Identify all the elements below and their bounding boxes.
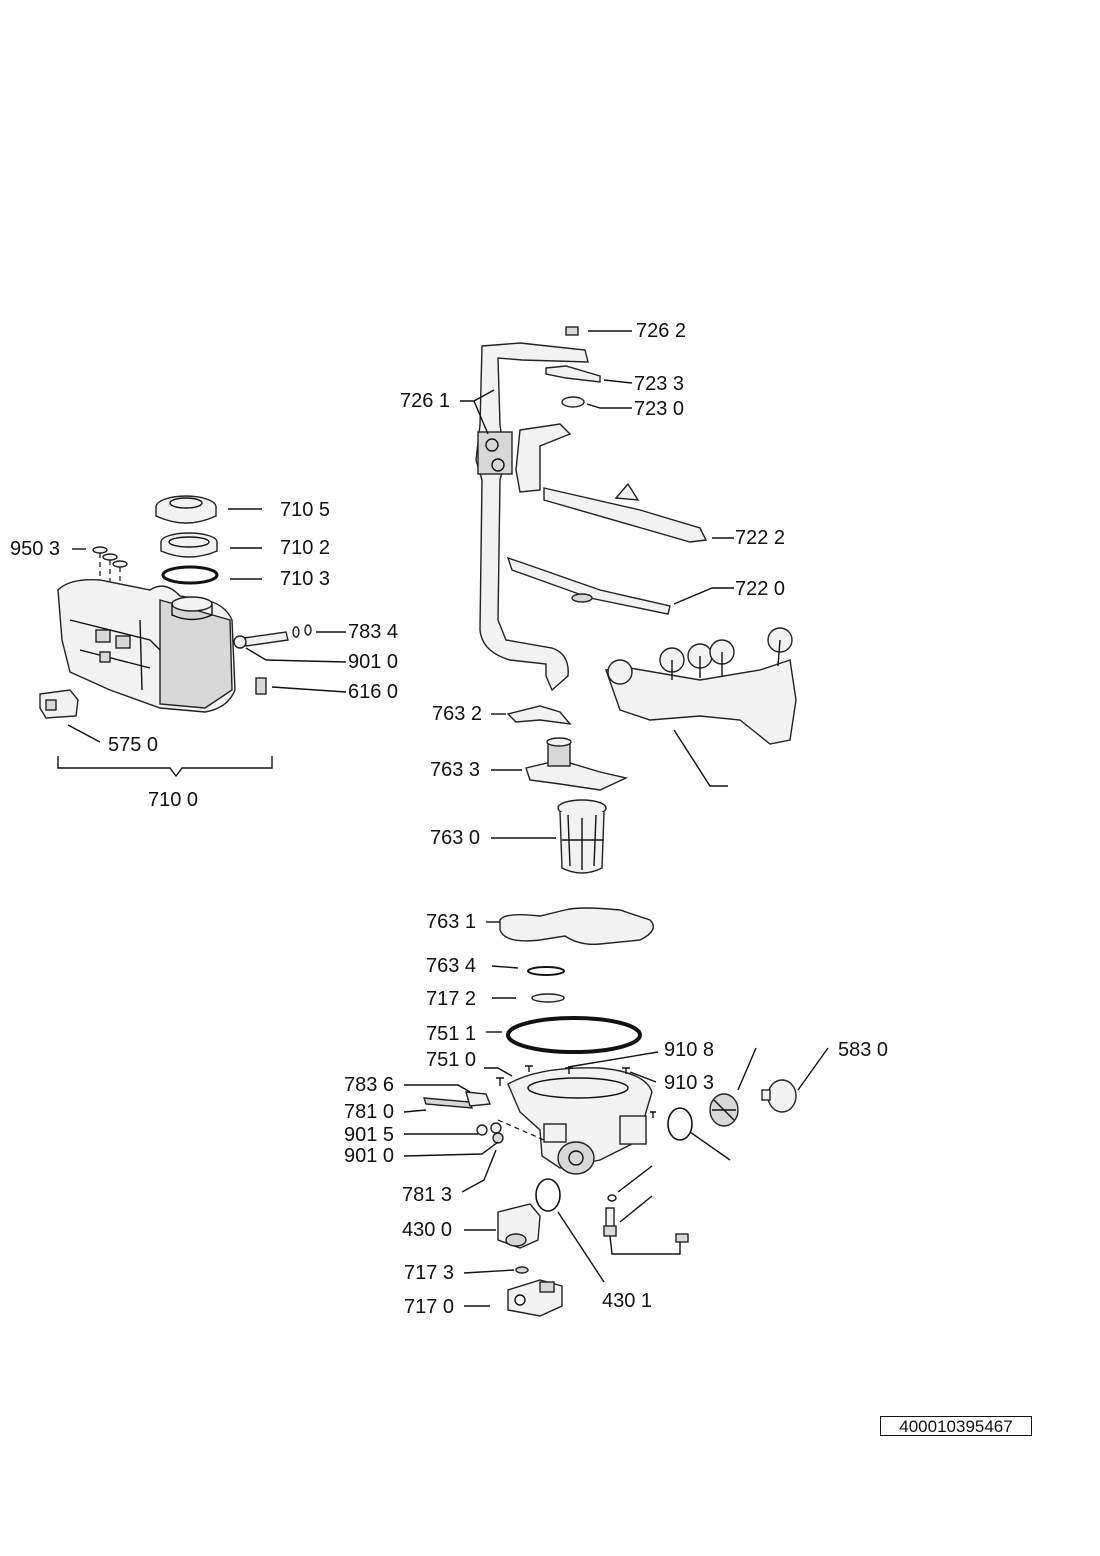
clip-part	[233, 635, 247, 649]
part-label-717-3: 717 3	[404, 1262, 455, 1284]
part-label-901-0-top: 901 0	[348, 651, 399, 673]
sump-gasket-part	[506, 1016, 642, 1054]
salt-gasket-part	[161, 565, 219, 585]
sump-side-parts	[422, 1091, 545, 1144]
part-label-616-0: 616 0	[348, 681, 399, 703]
part-label-763-3: 763 3	[430, 759, 481, 781]
part-label-901-0-bottom: 901 0	[344, 1145, 395, 1167]
salt-ring-part	[160, 532, 218, 558]
upper-right-leader-lines	[460, 330, 734, 787]
lower-spray-arm-part	[605, 627, 797, 745]
part-label-430-0: 430 0	[402, 1219, 453, 1241]
level-sensor-part	[39, 689, 79, 719]
part-label-723-3: 723 3	[634, 373, 685, 395]
arm-hub-part	[561, 396, 585, 408]
part-label-726-2: 726 2	[636, 320, 687, 342]
part-label-717-2: 717 2	[426, 988, 477, 1010]
filter-stack	[499, 705, 654, 1054]
supply-pipe-part	[475, 342, 589, 692]
upper-spray-arm-part	[515, 423, 708, 543]
heater-pin-part	[422, 1097, 474, 1109]
nut-part	[565, 326, 579, 336]
salt-cap-part	[155, 495, 217, 524]
part-label-781-0: 781 0	[344, 1101, 395, 1123]
upper-arm-cap-part	[545, 365, 601, 383]
part-label-710-0: 710 0	[148, 789, 199, 811]
drain-pump-part	[507, 1279, 563, 1317]
sump-leader-lines	[403, 1047, 829, 1307]
part-label-722-2: 722 2	[735, 527, 786, 549]
part-label-710-2: 710 2	[280, 537, 331, 559]
part-label-722-0: 722 0	[735, 578, 786, 600]
spray-arm-assembly	[475, 326, 797, 745]
part-label-751-1: 751 1	[426, 1023, 477, 1045]
middle-spray-arm-part	[506, 556, 671, 615]
part-label-723-0: 723 0	[634, 398, 685, 420]
impeller-part	[531, 993, 565, 1003]
part-label-575-0: 575 0	[108, 734, 159, 756]
part-label-717-0: 717 0	[404, 1296, 455, 1318]
filter-ring-part	[527, 966, 565, 976]
part-label-710-3: 710 3	[280, 568, 331, 590]
part-label-910-3: 910 3	[664, 1072, 715, 1094]
left-leader-lines	[67, 508, 347, 743]
part-label-901-5: 901 5	[344, 1124, 395, 1146]
connector-part	[255, 677, 267, 695]
part-label-783-4: 783 4	[348, 621, 399, 643]
dispenser-housing-part	[57, 579, 236, 713]
sump-part	[507, 1067, 653, 1169]
small-seal-part	[515, 1266, 529, 1274]
filter-plate-part	[525, 737, 629, 791]
part-label-763-0: 763 0	[430, 827, 481, 849]
part-label-910-8: 910 8	[664, 1039, 715, 1061]
salt-container-assembly	[39, 495, 312, 778]
dispenser-pin-part	[243, 624, 312, 647]
part-label-751-0: 751 0	[426, 1049, 477, 1071]
part-label-950-3: 950 3	[10, 538, 61, 560]
check-valve-part	[709, 1079, 797, 1127]
part-label-763-2: 763 2	[432, 703, 483, 725]
fine-filter-part	[499, 907, 654, 946]
part-label-583-0: 583 0	[838, 1039, 889, 1061]
temperature-sensor-part	[603, 1194, 689, 1255]
document-id-box: 400010395467	[880, 1416, 1032, 1436]
part-label-763-1: 763 1	[426, 911, 477, 933]
pump-seal-part	[535, 1178, 561, 1212]
sump-assembly	[496, 1065, 797, 1255]
filter-plate-small-part	[506, 705, 572, 725]
part-label-763-4: 763 4	[426, 955, 477, 977]
filter-cylinder-part	[557, 799, 607, 874]
part-label-710-5: 710 5	[280, 499, 331, 521]
part-label-430-1: 430 1	[602, 1290, 653, 1312]
part-label-783-6: 783 6	[344, 1074, 395, 1096]
circulation-pump-part	[497, 1203, 541, 1249]
middle-leader-lines	[486, 713, 556, 1033]
part-label-781-3: 781 3	[402, 1184, 453, 1206]
side-seal-part	[667, 1107, 693, 1141]
assembly-bracket	[57, 756, 273, 778]
part-label-726-1: 726 1	[400, 390, 451, 412]
